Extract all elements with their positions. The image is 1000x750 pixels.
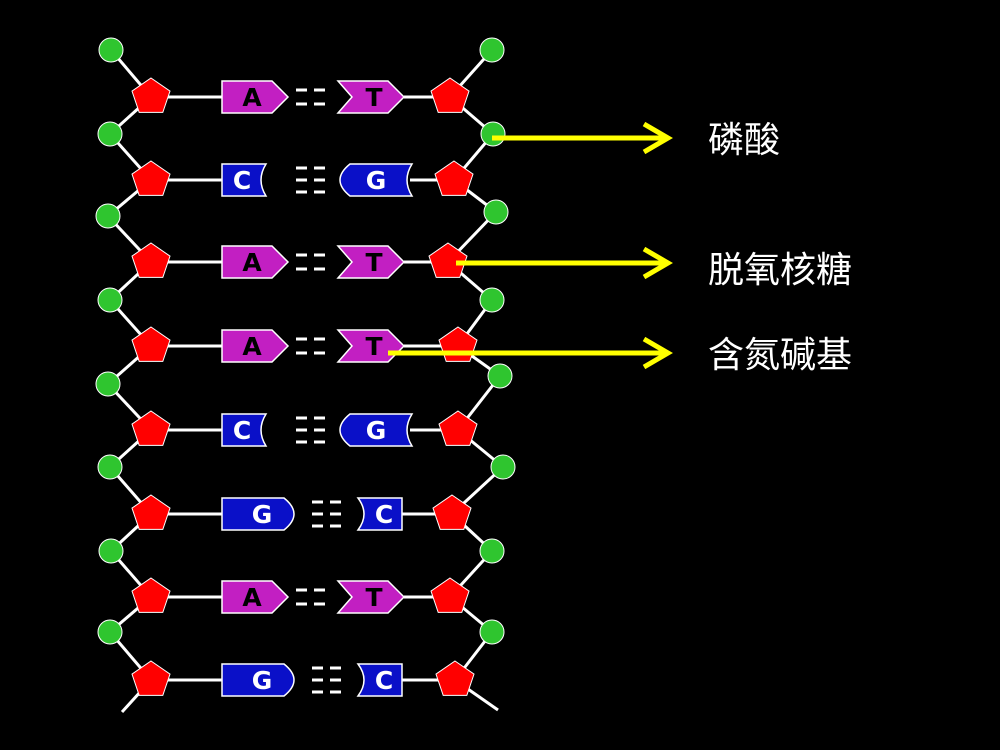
phosphates [95,37,516,645]
base-t-right [336,329,406,363]
base-c-right [356,663,403,697]
base-a-left [221,580,290,614]
sugar-pentagon-icon [131,160,171,196]
base-letter: C [375,500,393,529]
sugar-pentagon-icon [432,494,472,530]
sugar-pentagon-icon [131,410,171,446]
sugars [131,77,478,696]
sugar-pentagon-icon [435,660,475,696]
phosphate-circle-icon [479,37,505,63]
phosphate-circle-icon [97,454,123,480]
base-c-left [221,413,268,447]
base-letter: A [242,248,262,277]
base-letter: G [366,166,387,195]
sugar-pentagon-icon [428,242,468,278]
base-letter: G [252,500,273,529]
sugar-pentagon-icon [131,326,171,362]
hydrogen-bonds [296,88,346,694]
phosphate-circle-icon [98,538,124,564]
arrow-base-head [642,336,673,370]
base-t-right [336,245,406,279]
phosphate-circle-icon [479,287,505,313]
sugar-pentagon-icon [430,77,470,113]
base-letter: T [365,248,382,277]
phosphate-circle-icon [97,287,123,313]
arrows [388,121,673,370]
phosphate-circle-icon [487,363,513,389]
sugar-pentagon-icon [434,160,474,196]
base-g-right [339,163,414,197]
sugar-pentagon-icon [131,577,171,613]
base-letter: A [242,83,262,112]
base-letter: G [366,416,387,445]
phosphate-circle-icon [480,121,506,147]
base-letter: A [242,332,262,361]
sugar-pentagon-icon [430,577,470,613]
base-letter: C [375,666,393,695]
label-phosphate: 磷酸 [708,120,781,161]
base-g-left [221,497,295,531]
phosphate-circle-icon [97,121,123,147]
base-a-left [221,245,290,279]
phosphate-circle-icon [479,538,505,564]
base-t-right [336,80,406,114]
phosphate-circle-icon [97,619,123,645]
arrow-sugar-head [642,246,673,280]
base-letter: T [365,83,382,112]
arrow-phosphate-head [642,121,673,155]
label-nitrogenous-base: 含氮碱基 [708,335,853,376]
base-letter: T [365,332,382,361]
base-letter: G [252,666,273,695]
base-letter: C [233,416,251,445]
sugar-pentagon-icon [438,410,478,446]
phosphate-circle-icon [95,203,121,229]
sugar-pentagon-icon [131,77,171,113]
sugar-pentagon-icon [131,660,171,696]
phosphate-circle-icon [483,199,509,225]
sugar-pentagon-icon [131,494,171,530]
base-a-left [221,80,290,114]
phosphate-circle-icon [98,37,124,63]
base-a-left [221,329,290,363]
base-g-right [339,413,414,447]
sugar-pentagon-icon [438,326,478,362]
phosphate-circle-icon [490,454,516,480]
base-letter: A [242,583,262,612]
phosphate-circle-icon [95,371,121,397]
base-g-left [221,663,295,697]
base-letter: C [233,166,251,195]
phosphate-circle-icon [479,619,505,645]
base-c-left [221,163,268,197]
label-deoxyribose: 脱氧核糖 [708,250,853,291]
base-c-right [356,497,403,531]
sugar-pentagon-icon [131,242,171,278]
bases: A T C G A T A T C G G C A T G C [221,80,414,697]
base-letter: T [365,583,382,612]
base-t-right [336,580,406,614]
